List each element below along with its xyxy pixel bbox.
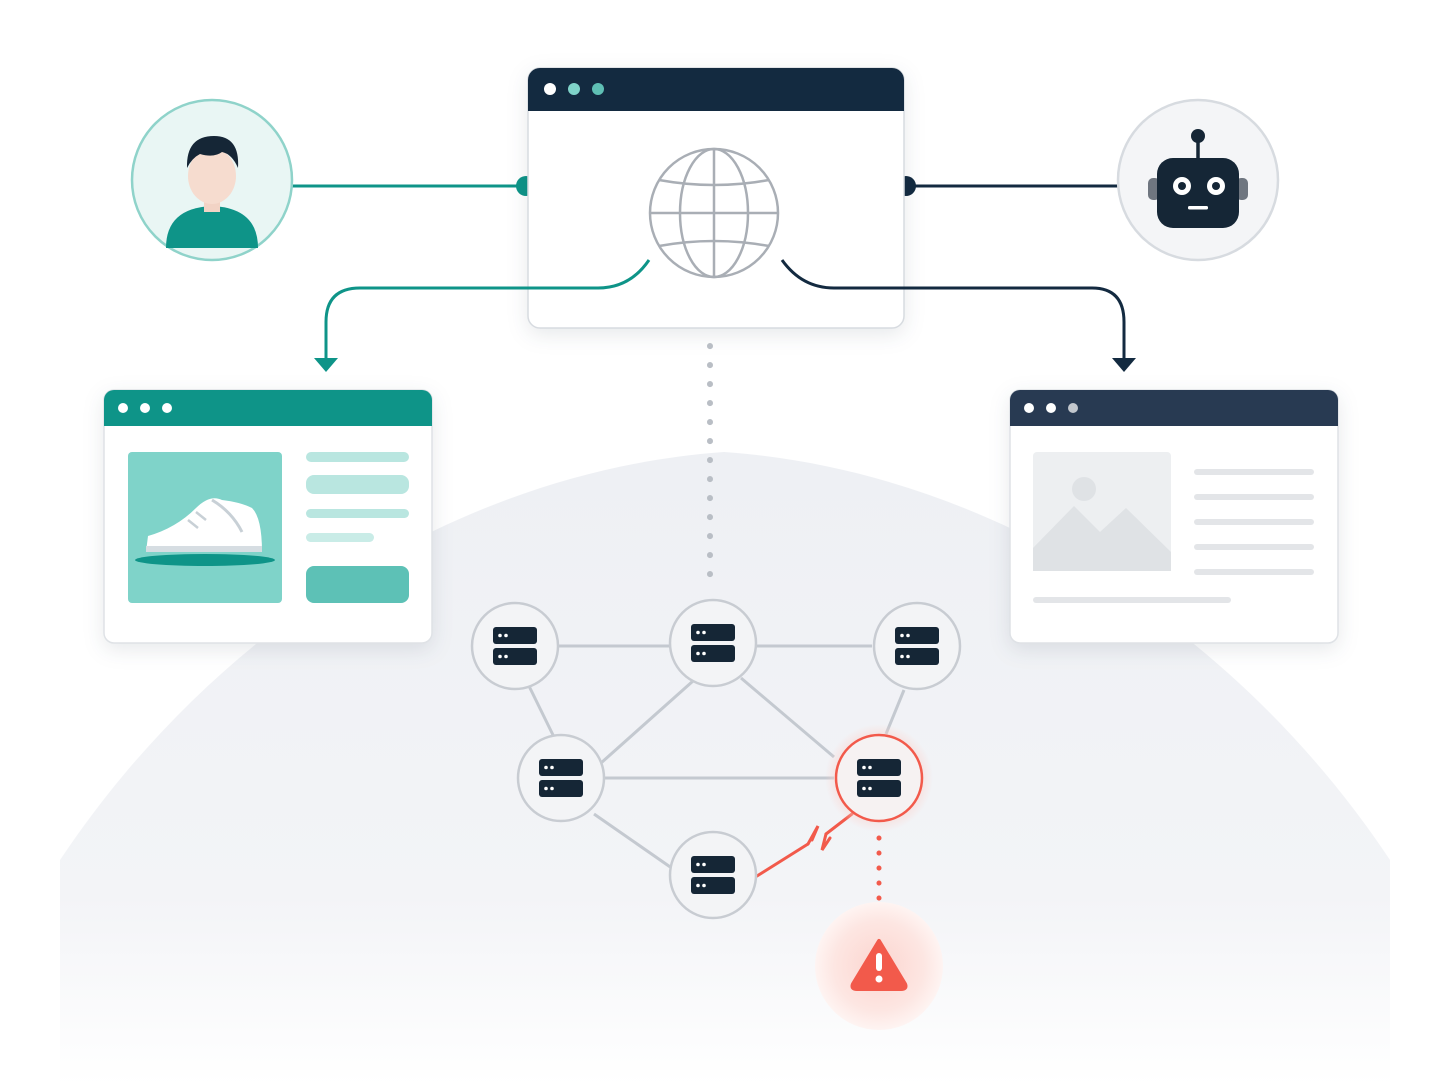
bot-user-node xyxy=(1116,98,1280,262)
human-user-node xyxy=(130,98,294,262)
text-placeholder xyxy=(1194,569,1314,575)
alert-node xyxy=(815,902,943,1030)
edge-browser-generic xyxy=(780,259,1126,358)
browser-window xyxy=(527,67,905,329)
server-icon xyxy=(493,627,537,665)
window-dot xyxy=(118,403,128,413)
server-icon xyxy=(691,856,735,894)
globe-icon xyxy=(648,147,780,279)
image-placeholder-icon xyxy=(1033,452,1171,571)
server-icon xyxy=(857,759,901,797)
text-placeholder xyxy=(1033,597,1231,603)
sneaker-icon xyxy=(135,498,275,566)
server-node-6 xyxy=(668,830,758,920)
server-node-4 xyxy=(516,733,606,823)
edge-browser-product xyxy=(324,259,651,358)
window-dot xyxy=(1068,403,1078,413)
window-dot xyxy=(162,403,172,413)
product-page-window xyxy=(103,389,433,644)
server-node-5-error xyxy=(825,724,933,832)
window-dot xyxy=(140,403,150,413)
link-s2-s4 xyxy=(600,679,694,765)
text-placeholder xyxy=(306,475,409,494)
arrowhead-teal xyxy=(314,358,338,372)
product-image xyxy=(128,452,282,603)
text-placeholder xyxy=(306,533,374,542)
branch-arrows xyxy=(314,259,1136,587)
server-icon xyxy=(895,627,939,665)
server-icon xyxy=(539,759,583,797)
network-links xyxy=(526,644,906,873)
warning-triangle-icon xyxy=(850,939,908,991)
server-node-3 xyxy=(872,601,962,691)
text-placeholder xyxy=(306,452,409,462)
arrowhead-navy xyxy=(1112,358,1136,372)
window-dot xyxy=(568,83,580,95)
window-dot xyxy=(592,83,604,95)
person-avatar-icon xyxy=(166,136,258,248)
buy-button-placeholder xyxy=(306,566,409,603)
window-dot xyxy=(544,83,556,95)
server-icon xyxy=(691,624,735,662)
link-s2-s5 xyxy=(740,676,835,759)
robot-icon xyxy=(1148,129,1248,228)
link-s4-s6 xyxy=(593,812,677,873)
text-placeholder xyxy=(1194,494,1314,500)
text-placeholder xyxy=(1194,469,1314,475)
window-dot xyxy=(1046,403,1056,413)
text-placeholder xyxy=(1194,519,1314,525)
link-s1-s4 xyxy=(526,683,555,736)
text-placeholder xyxy=(1194,544,1314,550)
server-node-1 xyxy=(470,601,560,691)
generic-page-window xyxy=(1009,389,1339,644)
text-placeholder xyxy=(306,509,409,518)
window-dot xyxy=(1024,403,1034,413)
server-node-2 xyxy=(668,598,758,688)
